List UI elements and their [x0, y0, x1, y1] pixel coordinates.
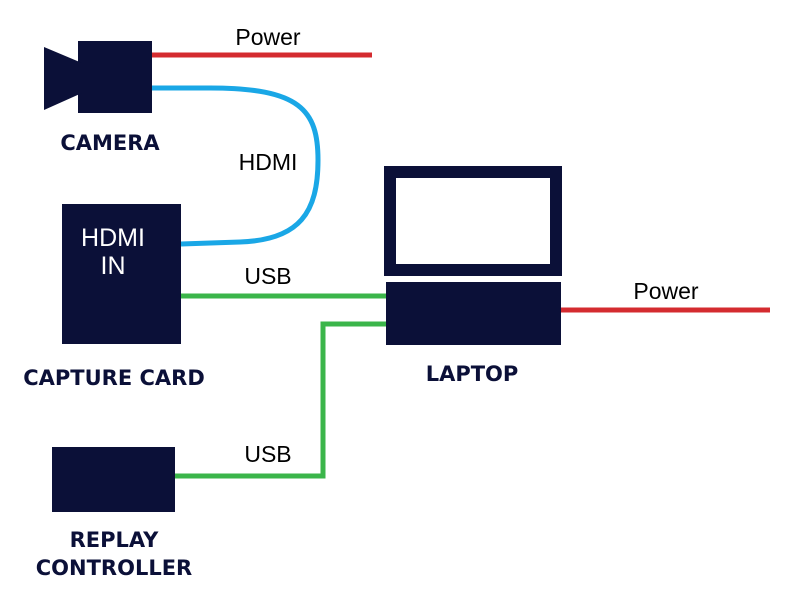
camera-power-label: Power [235, 24, 301, 50]
laptop-label: LAPTOP [426, 362, 519, 386]
capture-usb-label: USB [244, 263, 291, 289]
replay-controller-label-line1: REPLAY [70, 528, 160, 552]
replay-controller-label-line2: CONTROLLER [36, 556, 192, 580]
camera-hdmi-cable [152, 85, 321, 247]
camera-label: CAMERA [60, 131, 160, 155]
capture-port-label-line1: HDMI [81, 224, 145, 252]
controller-usb-label: USB [244, 441, 291, 467]
capture-card-box [62, 204, 181, 344]
video-camera-icon [44, 41, 152, 113]
camera-hdmi-label: HDMI [239, 149, 298, 175]
controller-usb-cable [175, 321, 386, 479]
capture-port-label-line2: IN [101, 252, 126, 280]
replay-controller-box [52, 447, 175, 512]
laptop-power-label: Power [633, 278, 699, 304]
laptop-icon [384, 166, 562, 345]
capture-card-label: CAPTURE CARD [23, 366, 205, 390]
